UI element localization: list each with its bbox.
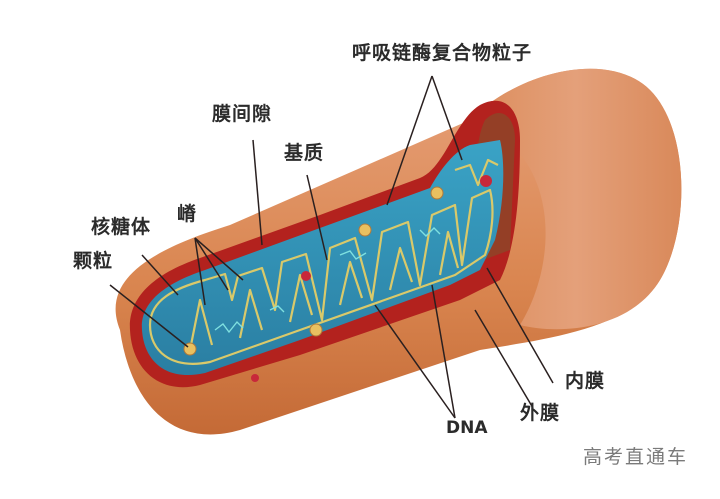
label-dna: DNA xyxy=(446,418,488,438)
label-ribosome: 核糖体 xyxy=(91,216,152,238)
label-respiratory-particle: 呼吸链酶复合物粒子 xyxy=(352,42,533,64)
cristae xyxy=(148,158,499,365)
label-granule: 颗粒 xyxy=(73,250,114,272)
label-intermembrane-space: 膜间隙 xyxy=(212,103,273,125)
label-cristae: 嵴 xyxy=(177,203,198,225)
label-matrix: 基质 xyxy=(284,142,325,164)
label-outer-membrane: 外膜 xyxy=(520,402,561,424)
matrix xyxy=(141,140,504,376)
label-inner-membrane: 内膜 xyxy=(565,370,606,392)
dna-strands xyxy=(214,227,441,334)
leader-lines xyxy=(109,75,554,419)
watermark: 高考直通车 xyxy=(583,446,689,468)
ribosomes xyxy=(251,175,492,382)
